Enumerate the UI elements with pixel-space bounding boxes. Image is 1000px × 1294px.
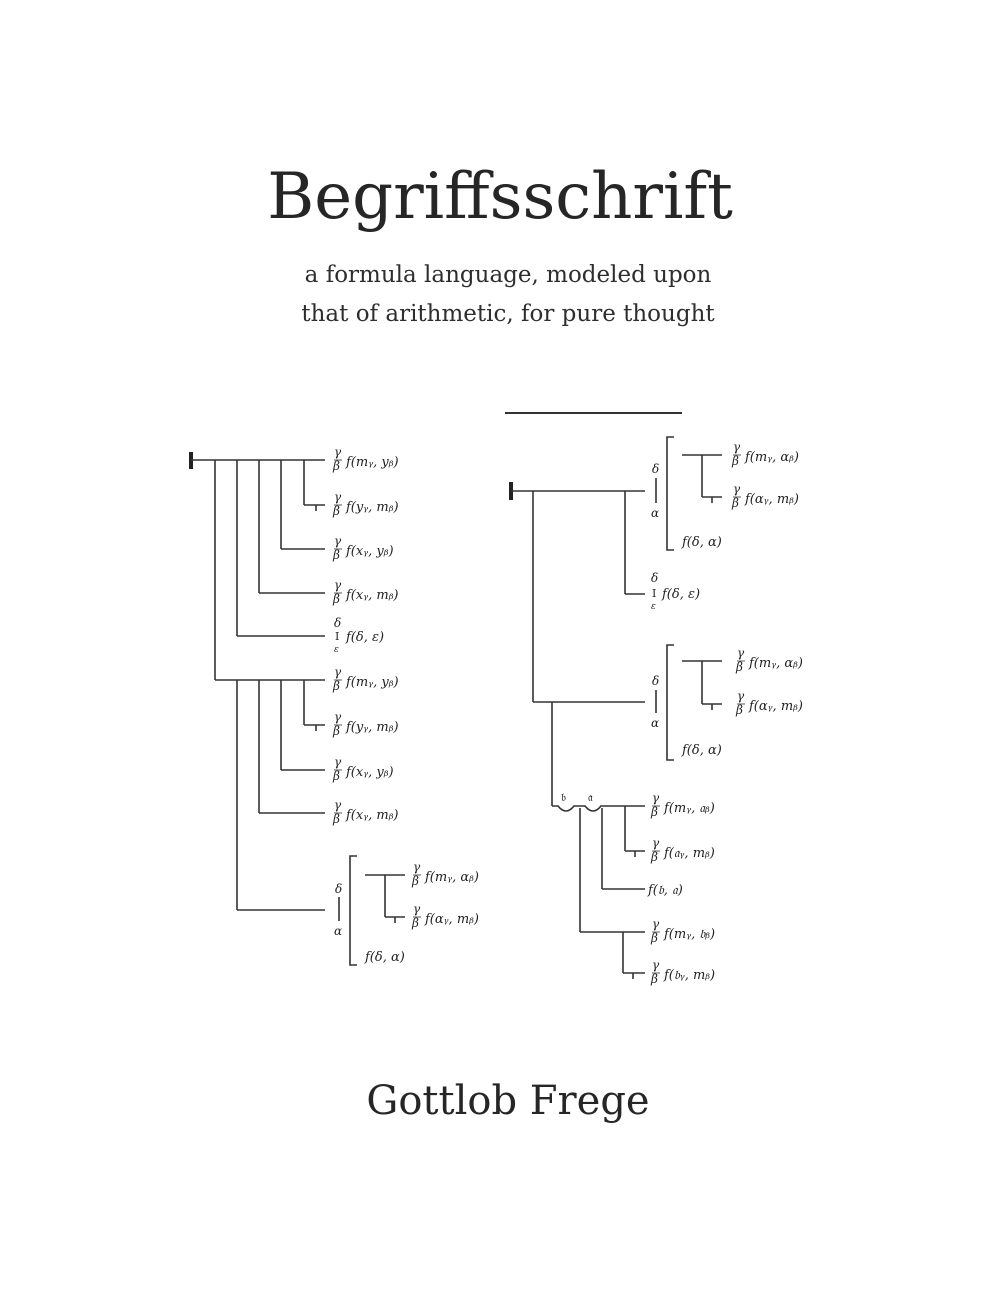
- formula: f(𝔞ᵧ, mᵦ): [663, 846, 715, 861]
- formula: f(xᵧ, yᵦ): [345, 544, 394, 559]
- formula: f(δ, ε): [661, 587, 700, 602]
- formula: f(mᵧ, yᵦ): [345, 455, 399, 470]
- formula: f(δ, α): [681, 535, 722, 550]
- concavity-letter: 𝔞: [588, 791, 593, 804]
- formula: f(αᵧ, mᵦ): [424, 912, 479, 927]
- svg-text:α: α: [651, 506, 659, 520]
- formula: f(mᵧ, αᵦ): [744, 450, 799, 465]
- left-diagram: f(mᵧ, yᵦ) f(yᵧ, mᵦ) f(xᵧ, yᵦ) f(xᵧ, mᵦ) …: [189, 444, 479, 966]
- formula: f(yᵧ, mᵦ): [345, 720, 399, 735]
- formula: f(yᵧ, mᵦ): [345, 500, 399, 515]
- book-author: Gottlob Frege: [366, 1078, 650, 1124]
- formula: f(xᵧ, yᵦ): [345, 765, 394, 780]
- svg-text:α: α: [651, 716, 659, 730]
- svg-text:ε: ε: [334, 645, 339, 655]
- subtitle-line-1: a formula language, modeled upon: [304, 262, 712, 288]
- book-title: Begriffsschrift: [267, 160, 733, 234]
- book-subtitle: a formula language, modeled upon that of…: [0, 256, 1000, 334]
- formula: f(mᵧ, yᵦ): [345, 675, 399, 690]
- formula: f(mᵧ, 𝔞ᵦ): [663, 801, 715, 816]
- formula: f(δ, α): [364, 950, 405, 965]
- formula: f(mᵧ, αᵦ): [748, 656, 803, 671]
- formula: f(mᵧ, αᵦ): [424, 870, 479, 885]
- formula: f(𝔟ᵧ, mᵦ): [663, 968, 715, 983]
- formula: f(𝔟, 𝔞): [647, 883, 683, 898]
- svg-text:ε: ε: [651, 602, 656, 612]
- formula: f(αᵧ, mᵦ): [748, 699, 803, 714]
- subtitle-line-2: that of arithmetic, for pure thought: [301, 301, 715, 327]
- formula: f(αᵧ, mᵦ): [744, 492, 799, 507]
- right-diagram: δ α f(mᵧ, αᵦ) f(αᵧ, mᵦ) f(δ, α) δ I ε f(…: [505, 412, 803, 987]
- svg-text:δ: δ: [651, 571, 658, 585]
- svg-text:I: I: [652, 587, 656, 600]
- svg-text:I: I: [335, 630, 339, 643]
- formula: f(δ, α): [681, 743, 722, 758]
- svg-text:δ: δ: [334, 616, 341, 630]
- svg-text:δ: δ: [652, 674, 659, 688]
- formula: f(mᵧ, 𝔟ᵦ): [663, 927, 715, 942]
- formula: f(δ, ε): [345, 630, 384, 645]
- formula: f(xᵧ, mᵦ): [345, 588, 399, 603]
- svg-text:α: α: [334, 924, 342, 938]
- svg-text:δ: δ: [652, 462, 659, 476]
- concavity-letter: 𝔟: [561, 791, 566, 804]
- svg-text:δ: δ: [335, 882, 342, 896]
- formula: f(xᵧ, mᵦ): [345, 808, 399, 823]
